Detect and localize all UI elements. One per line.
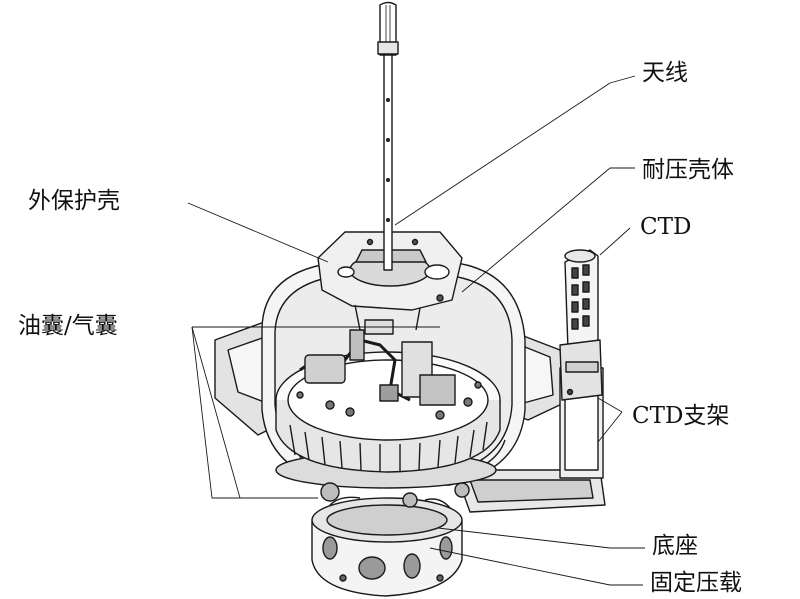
label-ctd: CTD xyxy=(640,214,692,240)
base-cylinder xyxy=(311,496,463,597)
antenna xyxy=(377,1,399,271)
leader-pressure-hull xyxy=(461,167,635,293)
label-outer-shell: 外保护壳 xyxy=(28,188,120,214)
leader-ballast xyxy=(429,547,643,586)
leader-ctd-mount xyxy=(597,397,623,413)
leader-antenna xyxy=(394,75,636,226)
leader-ctd-mount-2 xyxy=(597,411,623,443)
label-pressure-hull: 耐压壳体 xyxy=(642,157,734,183)
inner-deck xyxy=(275,329,501,473)
label-bladder: 油囊/气囊 xyxy=(18,313,118,339)
ctd-mount xyxy=(454,367,606,513)
leader-ctd xyxy=(599,227,631,256)
leader-outer-shell xyxy=(187,202,329,263)
leader-lines xyxy=(187,75,645,586)
label-ctd-mount: CTD支架 xyxy=(632,403,730,429)
label-base: 底座 xyxy=(652,533,698,559)
ctd-sensor xyxy=(559,249,603,401)
label-fixed-ballast: 固定压载 xyxy=(650,570,742,596)
leader-base xyxy=(437,527,645,549)
leader-bladder-3 xyxy=(191,326,240,499)
label-antenna: 天线 xyxy=(642,60,688,86)
